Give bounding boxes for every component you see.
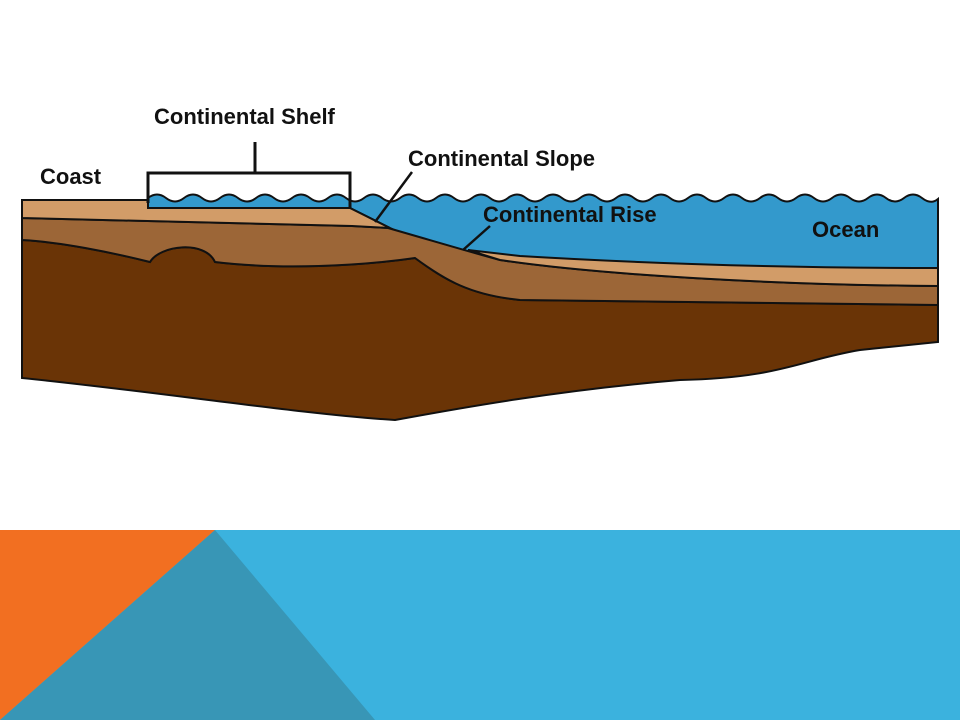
continental-shelf-label: Continental Shelf (154, 104, 336, 129)
rise-sediment-layer (467, 249, 939, 288)
coast-label: Coast (40, 164, 102, 189)
continental-shelf-bracket (146, 142, 352, 208)
ocean-label: Ocean (812, 217, 879, 242)
footer-teal-triangle (0, 530, 375, 720)
continental-slope-pointer (373, 171, 414, 223)
continental-rise-pointer (462, 225, 491, 251)
continental-rise-label: Continental Rise (483, 202, 657, 227)
continental-margin-diagram: Continental Shelf Coast Continental Slop… (21, 104, 939, 422)
ocean-water (147, 193, 939, 269)
continental-slope-label: Continental Slope (408, 146, 595, 171)
decorative-footer-band (0, 530, 960, 720)
